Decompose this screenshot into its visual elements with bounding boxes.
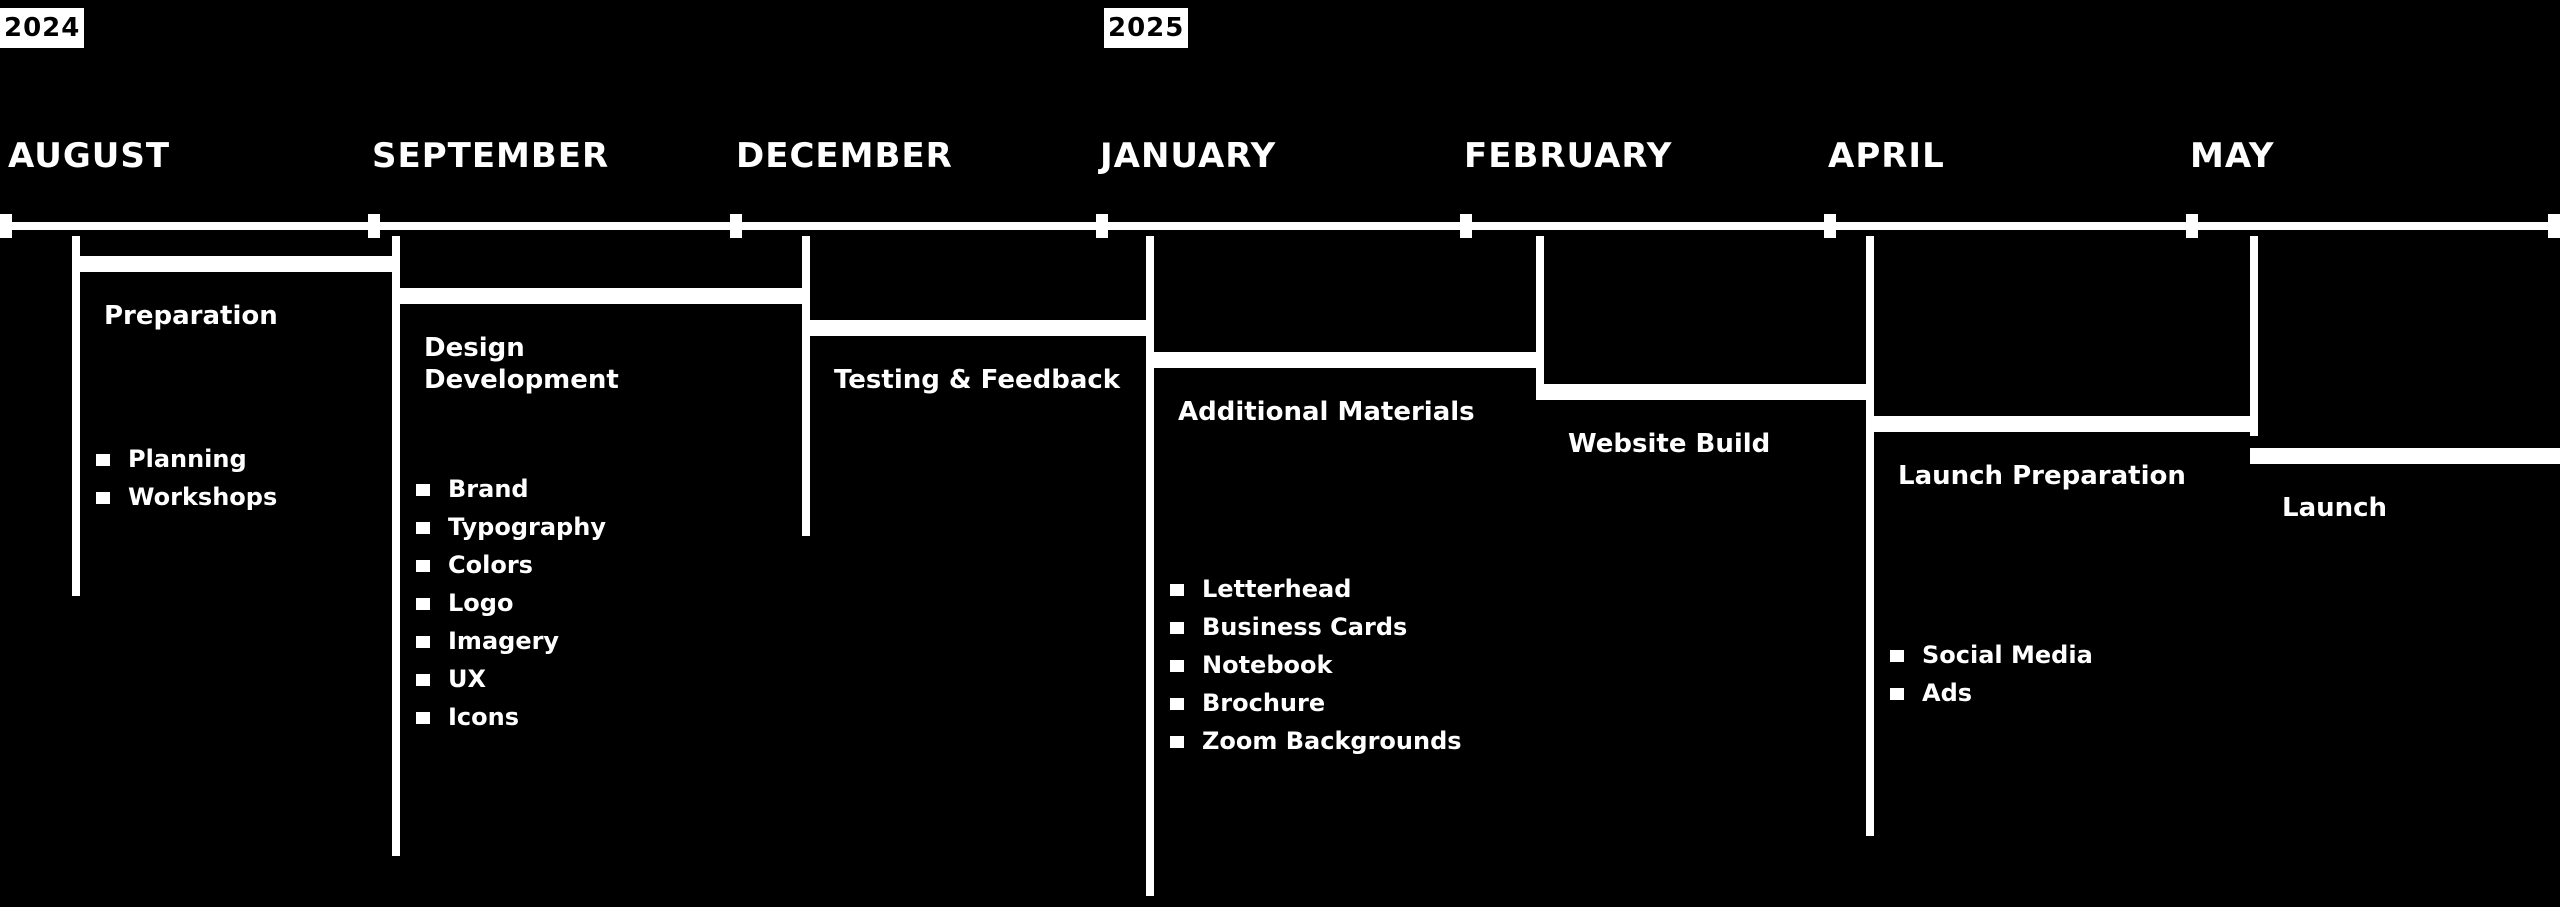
timeline-tick xyxy=(730,214,742,238)
deliverable-label: Ads xyxy=(1922,679,1973,707)
phase-bar xyxy=(392,288,802,304)
deliverable-label: Icons xyxy=(448,703,520,731)
month-label: MAY xyxy=(2190,136,2275,176)
deliverable-label: Logo xyxy=(448,589,514,617)
phase-bar xyxy=(1866,416,2250,432)
deliverable-label: Colors xyxy=(448,551,533,579)
deliverable-label: Brand xyxy=(448,475,529,503)
timeline-tick xyxy=(0,214,12,238)
deliverable-label: Business Cards xyxy=(1202,613,1408,641)
month-label: DECEMBER xyxy=(736,136,953,176)
bullet-icon xyxy=(96,492,110,504)
phase-title: Additional Materials xyxy=(1178,397,1475,427)
phase-bar xyxy=(802,320,1150,336)
deliverable-label: Typography xyxy=(448,513,606,541)
bullet-icon xyxy=(1890,688,1904,700)
phase-title: Website Build xyxy=(1568,429,1771,459)
phase-connector xyxy=(1536,236,1544,386)
deliverable-item: Imagery xyxy=(416,622,606,660)
bullet-icon xyxy=(416,598,430,610)
deliverable-item: Icons xyxy=(416,698,606,736)
phase-connector xyxy=(2250,236,2258,436)
timeline-tick xyxy=(1824,214,1836,238)
phase-bar xyxy=(2250,448,2560,464)
month-label: FEBRUARY xyxy=(1464,136,1673,176)
deliverable-label: UX xyxy=(448,665,486,693)
bullet-icon xyxy=(96,454,110,466)
bullet-icon xyxy=(416,712,430,724)
phase-connector xyxy=(72,236,80,596)
bullet-icon xyxy=(416,522,430,534)
timeline-tick xyxy=(368,214,380,238)
deliverable-item: Logo xyxy=(416,584,606,622)
deliverable-item: Brochure xyxy=(1170,684,1462,722)
bullet-icon xyxy=(1170,736,1184,748)
deliverable-label: Notebook xyxy=(1202,651,1333,679)
deliverable-item: Notebook xyxy=(1170,646,1462,684)
bullet-icon xyxy=(416,636,430,648)
phase-title: Launch Preparation xyxy=(1898,461,2186,491)
bullet-icon xyxy=(1890,650,1904,662)
phase-connector xyxy=(1146,236,1154,896)
deliverable-item: UX xyxy=(416,660,606,698)
phase-bar xyxy=(1536,384,1866,400)
phase-title: Launch xyxy=(2282,493,2388,523)
deliverable-item: Zoom Backgrounds xyxy=(1170,722,1462,760)
deliverable-label: Workshops xyxy=(128,483,278,511)
deliverable-item: Social Media xyxy=(1890,636,2093,674)
timeline-tick xyxy=(1096,214,1108,238)
bullet-icon xyxy=(416,674,430,686)
deliverable-label: Social Media xyxy=(1922,641,2093,669)
bullet-icon xyxy=(416,560,430,572)
deliverable-label: Brochure xyxy=(1202,689,1326,717)
timeline-tick xyxy=(2548,214,2560,238)
month-label: AUGUST xyxy=(8,136,171,176)
phase-title: Testing & Feedback xyxy=(834,365,1121,395)
deliverable-label: Imagery xyxy=(448,627,560,655)
bullet-icon xyxy=(416,484,430,496)
bullet-icon xyxy=(1170,584,1184,596)
bullet-icon xyxy=(1170,622,1184,634)
deliverable-label: Zoom Backgrounds xyxy=(1202,727,1462,755)
deliverable-label: Planning xyxy=(128,445,247,473)
phase-connector xyxy=(802,236,810,536)
phase-connector xyxy=(1866,236,1874,836)
deliverable-item: Business Cards xyxy=(1170,608,1462,646)
deliverable-item: Letterhead xyxy=(1170,570,1462,608)
deliverable-item: Typography xyxy=(416,508,606,546)
deliverable-label: Letterhead xyxy=(1202,575,1352,603)
timeline-tick xyxy=(1460,214,1472,238)
deliverable-item: Ads xyxy=(1890,674,2093,712)
timeline-tick xyxy=(2186,214,2198,238)
phase-title: Design Development xyxy=(424,333,619,395)
phase-connector xyxy=(392,236,400,856)
phase-title: Preparation xyxy=(104,301,278,331)
deliverable-item: Brand xyxy=(416,470,606,508)
phase-bar xyxy=(1146,352,1536,368)
deliverable-item: Colors xyxy=(416,546,606,584)
deliverable-item: Workshops xyxy=(96,478,277,516)
month-label: JANUARY xyxy=(1100,136,1277,176)
phase-bar xyxy=(72,256,392,272)
timeline-axis xyxy=(0,222,2560,230)
year-label: 2024 xyxy=(0,8,85,48)
month-label: APRIL xyxy=(1828,136,1945,176)
bullet-icon xyxy=(1170,660,1184,672)
year-label: 2025 xyxy=(1104,8,1189,48)
deliverable-item: Planning xyxy=(96,440,277,478)
month-label: SEPTEMBER xyxy=(372,136,610,176)
bullet-icon xyxy=(1170,698,1184,710)
